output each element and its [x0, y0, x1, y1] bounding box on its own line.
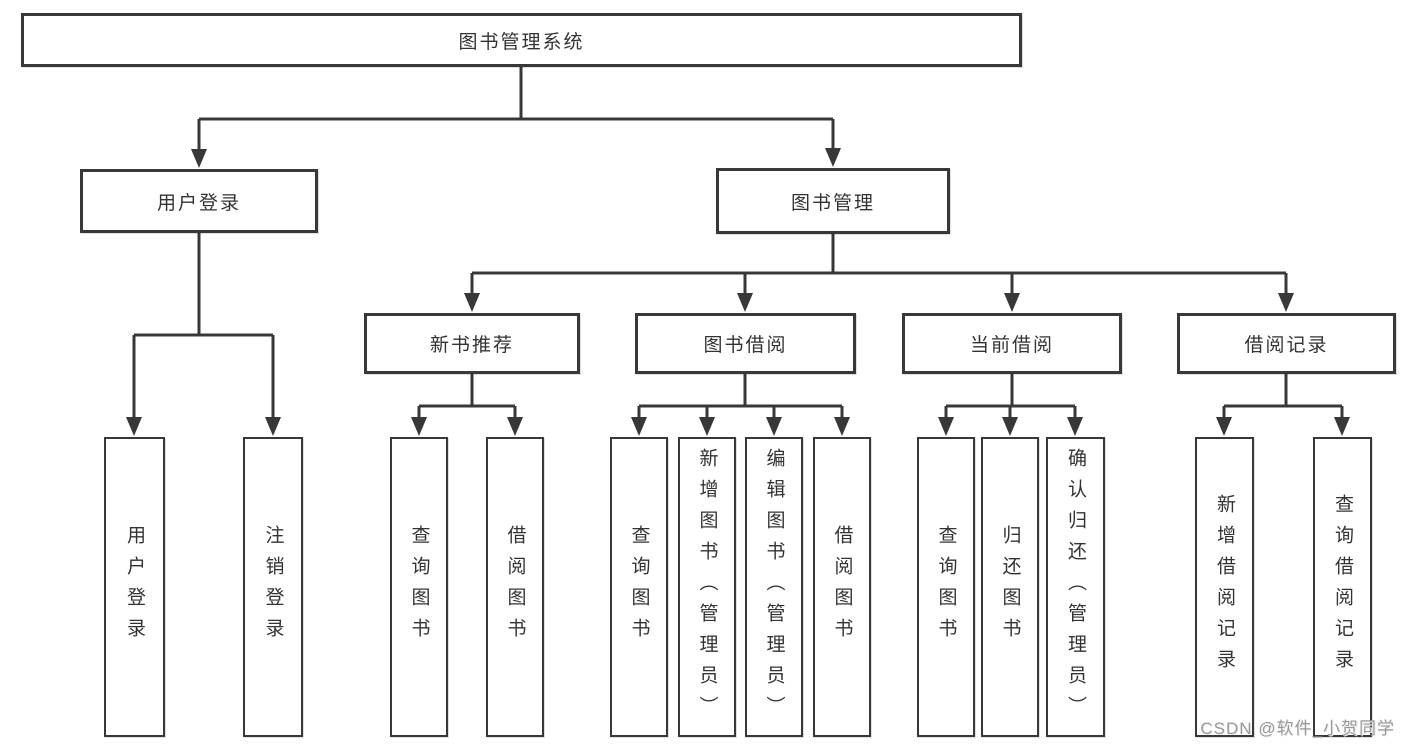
arrowhead-icon — [126, 417, 142, 436]
arrowhead-icon — [1334, 417, 1350, 436]
connector-book-borrow-children — [631, 374, 850, 436]
connector-user-login-children — [126, 233, 281, 436]
connector-borrow-records-children — [1216, 374, 1350, 436]
node-borrow-records: 借阅记录 — [1177, 313, 1396, 374]
leaf-borrow-query: 查询图书 — [610, 437, 668, 737]
leaf-newbooks-borrow: 借阅图书 — [486, 437, 544, 737]
watermark: CSDN @软件_小贺同学 — [1200, 719, 1395, 738]
leaf-current-confirm: 确认归还（管理员） — [1046, 437, 1105, 737]
leaf-records-add: 新增借阅记录 — [1195, 437, 1254, 737]
arrowhead-icon — [766, 417, 782, 436]
leaf-borrow-add: 新增图书（管理员） — [678, 437, 736, 737]
leaf-user-login: 用户登录 — [104, 437, 165, 737]
leaf-newbooks-query: 查询图书 — [390, 437, 448, 737]
leaf-current-query: 查询图书 — [917, 437, 975, 737]
arrowhead-icon — [1278, 293, 1294, 312]
node-current-borrow: 当前借阅 — [902, 313, 1122, 374]
arrowhead-icon — [631, 417, 647, 436]
arrowhead-icon — [464, 293, 480, 312]
arrowhead-icon — [938, 417, 954, 436]
arrowhead-icon — [1067, 417, 1083, 436]
leaf-logout: 注销登录 — [243, 437, 303, 737]
arrowhead-icon — [1002, 417, 1018, 436]
node-user-login: 用户登录 — [80, 169, 318, 233]
connector-root-to-level2 — [191, 67, 841, 168]
arrowhead-icon — [507, 417, 523, 436]
arrowhead-icon — [825, 148, 841, 167]
leaf-records-query: 查询借阅记录 — [1313, 437, 1372, 737]
node-book-mgmt: 图书管理 — [716, 168, 950, 234]
arrowhead-icon — [1004, 293, 1020, 312]
leaf-current-return: 归还图书 — [981, 437, 1039, 737]
arrowhead-icon — [411, 417, 427, 436]
node-new-books: 新书推荐 — [364, 313, 580, 374]
arrowhead-icon — [737, 293, 753, 312]
arrowhead-icon — [191, 149, 207, 168]
arrowhead-icon — [1216, 417, 1232, 436]
arrowhead-icon — [699, 417, 715, 436]
connector-book-mgmt-children — [464, 234, 1294, 312]
connector-current-borrow-children — [938, 374, 1083, 436]
arrowhead-icon — [834, 417, 850, 436]
node-root: 图书管理系统 — [21, 13, 1022, 67]
connector-new-books-children — [411, 374, 523, 436]
leaf-borrow-edit: 编辑图书（管理员） — [745, 437, 803, 737]
node-book-borrow: 图书借阅 — [635, 313, 856, 374]
leaf-borrow-borrow: 借阅图书 — [813, 437, 871, 737]
arrowhead-icon — [265, 417, 281, 436]
